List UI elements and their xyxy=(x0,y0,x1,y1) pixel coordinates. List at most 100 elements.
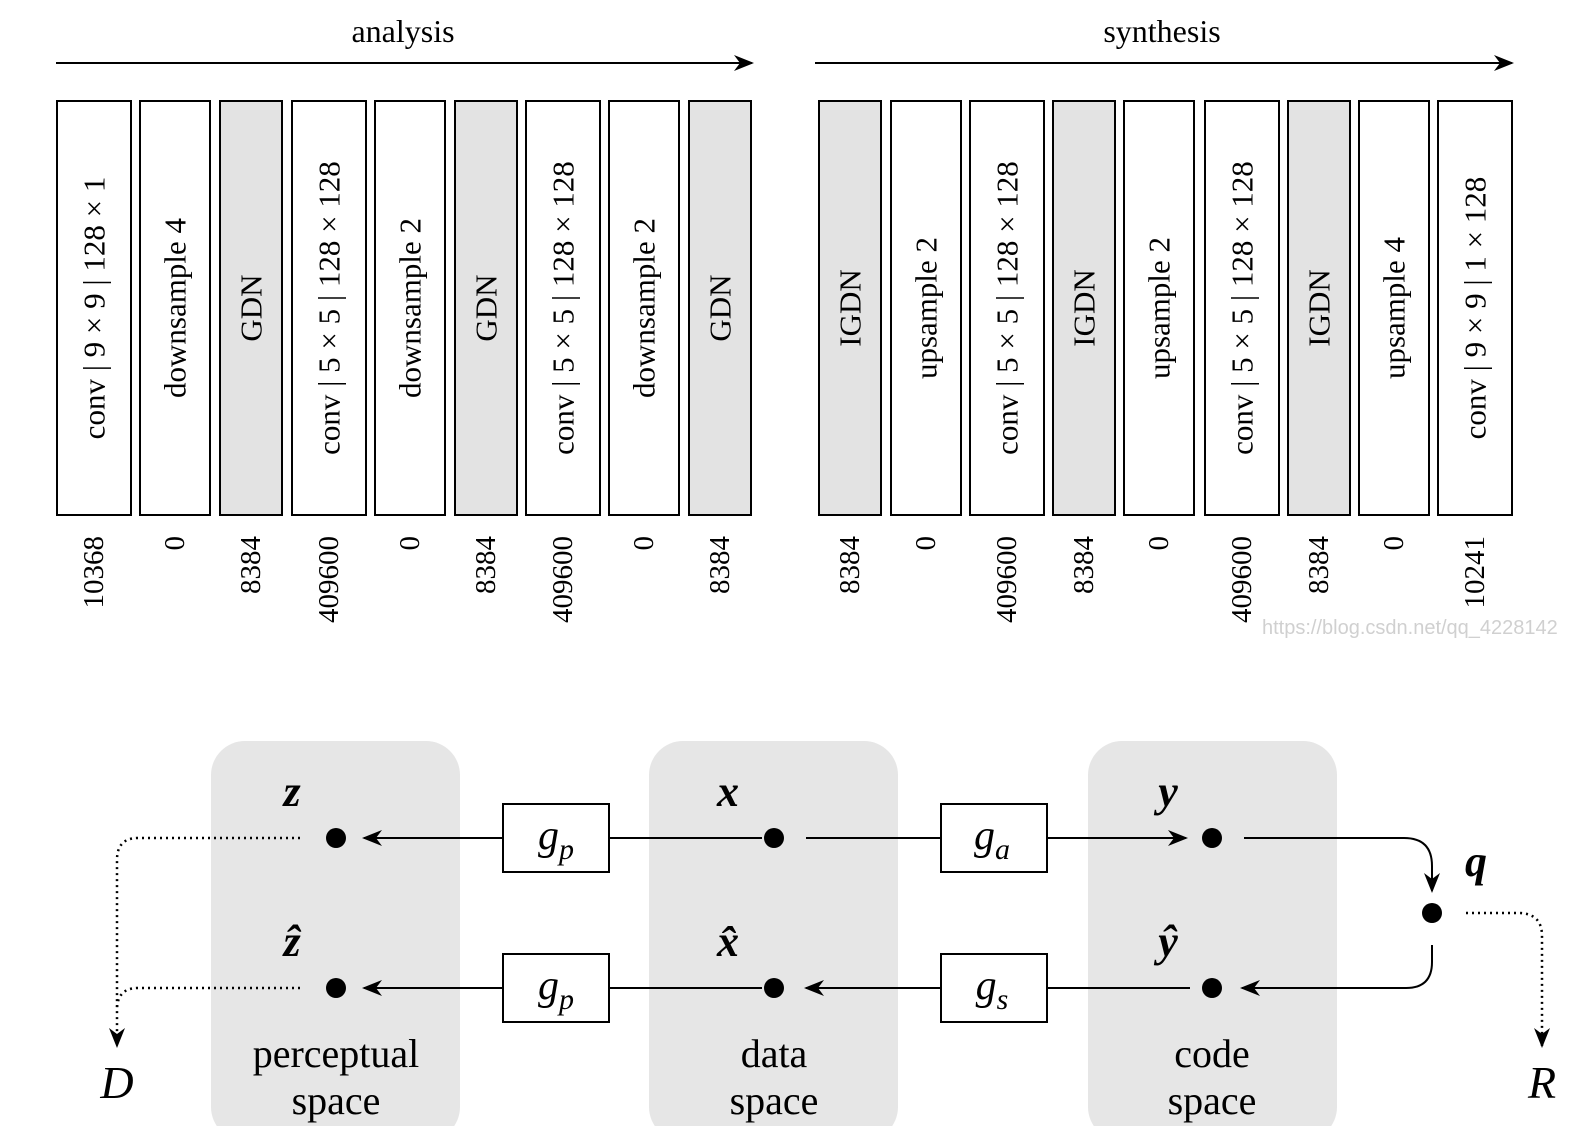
analysis-layer-box xyxy=(525,100,601,516)
perceptual-space-label-2: space xyxy=(292,1078,381,1123)
svg-text:gp: gp xyxy=(538,963,574,1016)
synthesis-layer-params: 0 xyxy=(1378,536,1410,551)
analysis-layer-params: 8384 xyxy=(235,536,267,595)
transform-ga: ga xyxy=(940,803,1048,873)
analysis-layer-params: 10368 xyxy=(78,536,110,609)
perceptual-space-label-1: perceptual xyxy=(253,1031,420,1076)
node-z-hat xyxy=(326,978,346,998)
ga-sub: a xyxy=(995,833,1010,866)
synthesis-layer-label: IGDN xyxy=(833,269,868,347)
analysis-layer-params: 8384 xyxy=(470,536,502,595)
synthesis-layer-params: 0 xyxy=(1143,536,1175,551)
transform-gp-top: gp xyxy=(502,803,610,873)
analysis-layer-box xyxy=(219,100,283,516)
data-space-label-1: data xyxy=(741,1031,808,1076)
analysis-layer-box xyxy=(374,100,446,516)
node-x xyxy=(764,828,784,848)
synthesis-layer-params: 409600 xyxy=(991,536,1023,623)
synthesis-layer-params: 0 xyxy=(910,536,942,551)
analysis-layer-label: downsample 2 xyxy=(393,218,428,398)
synthesis-layer-label: IGDN xyxy=(1067,269,1102,347)
synthesis-layer-label: upsample 2 xyxy=(1142,237,1177,379)
analysis-layer-params: 409600 xyxy=(313,536,345,623)
analysis-layer-label: GDN xyxy=(234,274,269,341)
analysis-layer-label: conv | 9 × 9 | 128 × 1 xyxy=(77,177,112,440)
synthesis-layer-label: conv | 9 × 9 | 1 × 128 xyxy=(1458,177,1493,440)
analysis-layer-params: 0 xyxy=(159,536,191,551)
symbol-R: R xyxy=(1527,1057,1556,1108)
svg-text:gp: gp xyxy=(538,813,574,866)
analysis-layer-box xyxy=(139,100,211,516)
symbol-x-hat: x̂ xyxy=(716,917,739,966)
symbol-z: z xyxy=(281,767,300,816)
synthesis-layer-box xyxy=(818,100,882,516)
edge-z-hat-to-D xyxy=(115,986,300,1011)
synthesis-layer-box xyxy=(1204,100,1280,516)
synthesis-layer-box xyxy=(1358,100,1430,516)
synthesis-layer-box xyxy=(1437,100,1513,516)
synthesis-layer-box xyxy=(890,100,962,516)
synthesis-layer-box xyxy=(969,100,1045,516)
symbol-y-hat: ŷ xyxy=(1153,917,1178,966)
edge-q-to-R xyxy=(1466,911,1550,1048)
analysis-layer-label: downsample 4 xyxy=(158,218,193,398)
synthesis-layer-box xyxy=(1052,100,1116,516)
synthesis-layer-params: 409600 xyxy=(1226,536,1258,623)
gp-bottom-sub: p xyxy=(557,983,574,1016)
analysis-layer-box xyxy=(291,100,367,516)
gp-top-sub: p xyxy=(557,833,574,866)
analysis-layer-params: 0 xyxy=(394,536,426,551)
synthesis-layer-label: upsample 2 xyxy=(909,237,944,379)
transform-gp-bottom: gp xyxy=(502,953,610,1023)
symbol-y: y xyxy=(1153,767,1178,816)
synthesis-title: synthesis xyxy=(1103,13,1220,49)
gs-base: g xyxy=(976,963,997,1009)
svg-text:gs: gs xyxy=(976,963,1009,1016)
analysis-layer-label: conv | 5 × 5 | 128 × 128 xyxy=(312,161,347,455)
analysis-layer-params: 8384 xyxy=(704,536,736,595)
analysis-title: analysis xyxy=(351,13,454,49)
node-z xyxy=(326,828,346,848)
symbol-q: q xyxy=(1465,837,1487,886)
analysis-layer-label: downsample 2 xyxy=(627,218,662,398)
analysis-layer-box xyxy=(688,100,752,516)
analysis-layer-box xyxy=(608,100,680,516)
gs-sub: s xyxy=(997,983,1009,1016)
symbol-D: D xyxy=(99,1057,133,1108)
symbol-x: x xyxy=(716,767,739,816)
synthesis-layer-label: conv | 5 × 5 | 128 × 128 xyxy=(1225,161,1260,455)
node-q xyxy=(1422,903,1442,923)
code-space-label-1: code xyxy=(1174,1031,1250,1076)
gp-top-base: g xyxy=(538,813,559,859)
synthesis-layer-params: 8384 xyxy=(1068,536,1100,595)
synthesis-layer-params: 10241 xyxy=(1459,536,1491,609)
edge-q-to-y-hat xyxy=(1240,945,1433,996)
synthesis-layer-box xyxy=(1123,100,1195,516)
node-y-hat xyxy=(1202,978,1222,998)
analysis-layer-label: GDN xyxy=(703,274,738,341)
analysis-layer-box xyxy=(56,100,132,516)
analysis-layer-params: 409600 xyxy=(547,536,579,623)
synthesis-layer-label: upsample 4 xyxy=(1377,236,1412,379)
svg-text:ga: ga xyxy=(974,813,1010,866)
data-space-label-2: space xyxy=(730,1078,819,1123)
node-y xyxy=(1202,828,1222,848)
edge-z-to-D xyxy=(109,836,300,1048)
analysis-layer-label: GDN xyxy=(469,274,504,341)
synthesis-layer-label: conv | 5 × 5 | 128 × 128 xyxy=(990,161,1025,455)
analysis-layer-label: conv | 5 × 5 | 128 × 128 xyxy=(546,161,581,455)
gp-bottom-base: g xyxy=(538,963,559,1009)
framework: z ẑ x x̂ y ŷ q D R xyxy=(99,741,1556,1131)
symbol-z-hat: ẑ xyxy=(281,917,301,966)
synthesis-layer-box xyxy=(1287,100,1351,516)
edge-y-to-q xyxy=(1244,837,1440,893)
ga-base: g xyxy=(974,813,995,859)
analysis-layer-params: 0 xyxy=(628,536,660,551)
node-x-hat xyxy=(764,978,784,998)
analysis-layers: conv | 9 × 9 | 128 × 1 10368 downsample 4 0… xyxy=(56,100,752,623)
code-space-label-2: space xyxy=(1168,1078,1257,1123)
synthesis-layers: IGDN 8384 upsample 2 0 conv | 5 × 5 | 128 × … xyxy=(818,100,1513,623)
watermark: https://blog.csdn.net/qq_4228142 xyxy=(1262,617,1558,639)
